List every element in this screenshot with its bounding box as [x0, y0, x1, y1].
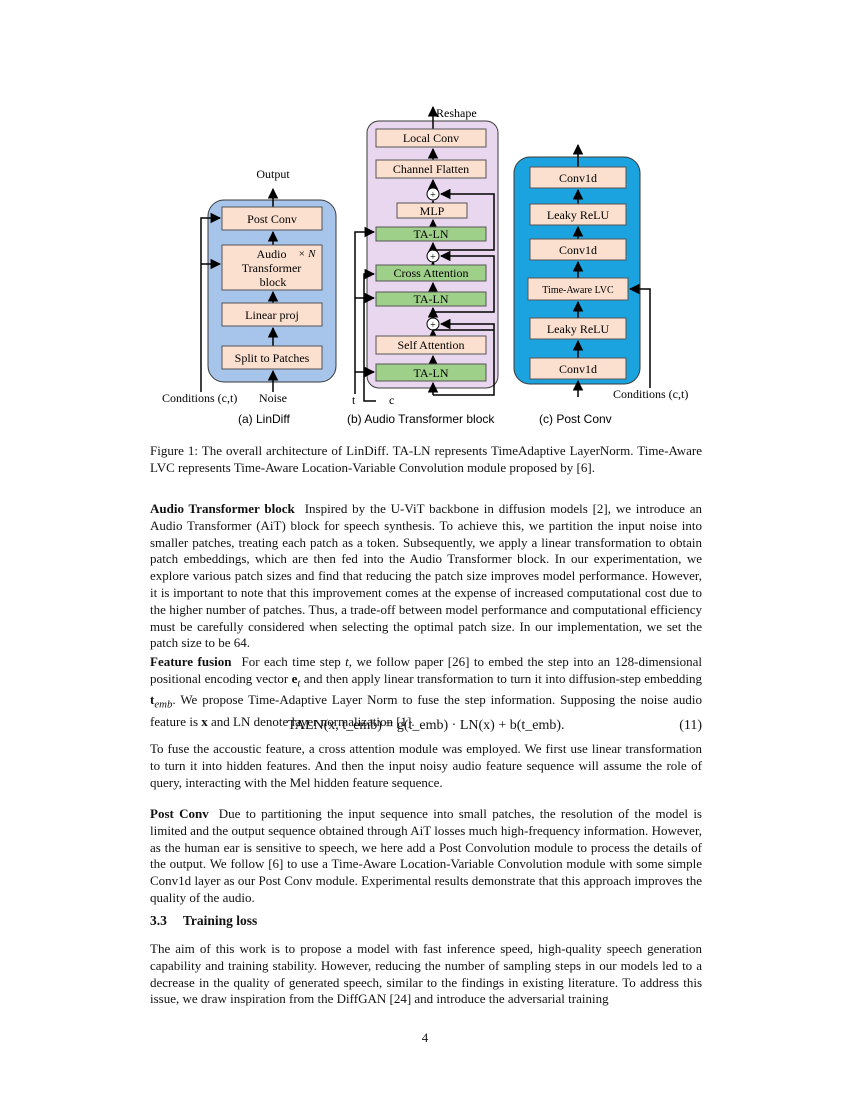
- audio-transformer-caption: (b) Audio Transformer block: [347, 412, 495, 426]
- lindiff-conditions-label: Conditions (c,t): [162, 391, 237, 405]
- pc-block-leaky-relu-top: Leaky ReLU: [547, 208, 610, 222]
- ff-var-e: e: [291, 670, 298, 686]
- ff-text-2: , we follow paper [26] to embed the step…: [150, 654, 702, 686]
- post-conv-background: [513, 156, 641, 385]
- at-block-self-attention: Self Attention: [398, 338, 465, 352]
- lindiff-noise-label: Noise: [259, 391, 287, 405]
- lindiff-repeat-label: × N: [298, 248, 316, 260]
- equation-11: TALN(x, t_emb) = g(t_emb) · LN(x) + b(t_…: [150, 718, 702, 738]
- lindiff-block-split-patches: Split to Patches: [235, 351, 310, 365]
- paragraph-text-post-conv: Due to partitioning the input sequence i…: [150, 806, 702, 905]
- pc-block-leaky-relu-bottom: Leaky ReLU: [547, 322, 610, 336]
- lindiff-output-label: Output: [256, 167, 290, 181]
- t-label: t: [352, 393, 356, 407]
- lindiff-block-linear-proj: Linear proj: [245, 308, 299, 322]
- ff-var-x: x: [201, 713, 208, 729]
- at-block-channel-flatten: Channel Flatten: [393, 162, 469, 176]
- architecture-figure: Output Post Conv Audio Transformer block…: [162, 105, 688, 426]
- reshape-label: Reshape: [436, 106, 477, 120]
- ff-var-temb-sub: emb: [154, 698, 173, 711]
- ff-var-e-sub: t: [297, 677, 301, 690]
- plus-symbol-middle: +: [430, 252, 436, 263]
- ff-text-4: . We propose Time-Adaptive Layer Norm to…: [150, 692, 702, 729]
- equation-number: (11): [679, 718, 702, 733]
- paragraph-title-audio-transformer: Audio Transformer block: [150, 501, 295, 516]
- plus-symbol-top: +: [430, 190, 436, 201]
- at-block-ta-ln-2: TA-LN: [413, 292, 448, 306]
- lindiff-panel: Output Post Conv Audio Transformer block…: [162, 167, 337, 426]
- pc-block-time-aware-lvc: Time-Aware LVC: [542, 285, 614, 296]
- paragraph-training-loss: The aim of this work is to propose a mod…: [150, 941, 702, 1007]
- pc-block-conv1d-bottom: Conv1d: [559, 362, 597, 376]
- plus-symbol-bottom: +: [430, 320, 436, 331]
- lindiff-block-audio-transformer: Audio Transformer block: [242, 247, 305, 289]
- c-label: c: [389, 393, 394, 407]
- at-block-ta-ln-1: TA-LN: [413, 227, 448, 241]
- paragraph-text-audio-transformer: Inspired by the U-ViT backbone in diffus…: [150, 501, 702, 651]
- figure-caption: Figure 1: The overall architecture of Li…: [150, 443, 702, 475]
- equation-text: TALN(x, t_emb) = g(t_emb) · LN(x) + b(t_…: [287, 718, 565, 733]
- audio-transformer-panel: Reshape Local Conv Channel Flatten + MLP…: [347, 105, 499, 426]
- lindiff-caption: (a) LinDiff: [238, 412, 290, 426]
- post-conv-caption: (c) Post Conv: [539, 412, 612, 426]
- paragraph-title-feature-fusion: Feature fusion: [150, 654, 232, 669]
- section-heading: 3.3 Training loss: [150, 913, 257, 929]
- paragraph-cross-attention: To fuse the accoustic feature, a cross a…: [150, 741, 702, 790]
- at-block-cross-attention: Cross Attention: [393, 266, 468, 280]
- at-block-local-conv: Local Conv: [403, 131, 459, 145]
- ff-text-1: For each time step: [241, 654, 346, 669]
- post-conv-panel: Conv1d Leaky ReLU Conv1d Time-Aware LVC …: [513, 143, 688, 426]
- post-conv-conditions-label: Conditions (c,t): [613, 387, 688, 401]
- paragraph-title-post-conv: Post Conv: [150, 806, 209, 821]
- section-title: Training loss: [182, 913, 258, 928]
- ff-var-temb: t: [150, 692, 155, 708]
- ff-text-5: and LN denote layer normalization [1].: [207, 713, 415, 729]
- pc-block-conv1d-top: Conv1d: [559, 171, 597, 185]
- ff-text-3: and then apply linear transformation to …: [300, 670, 702, 686]
- at-block-mlp: MLP: [420, 204, 445, 218]
- ff-var-t: t: [345, 654, 349, 669]
- pc-block-conv1d-middle: Conv1d: [559, 243, 597, 257]
- section-number: 3.3: [150, 913, 167, 928]
- at-block-ta-ln-3: TA-LN: [413, 366, 448, 380]
- page-number: 4: [421, 1030, 429, 1045]
- lindiff-block-post-conv: Post Conv: [247, 212, 297, 226]
